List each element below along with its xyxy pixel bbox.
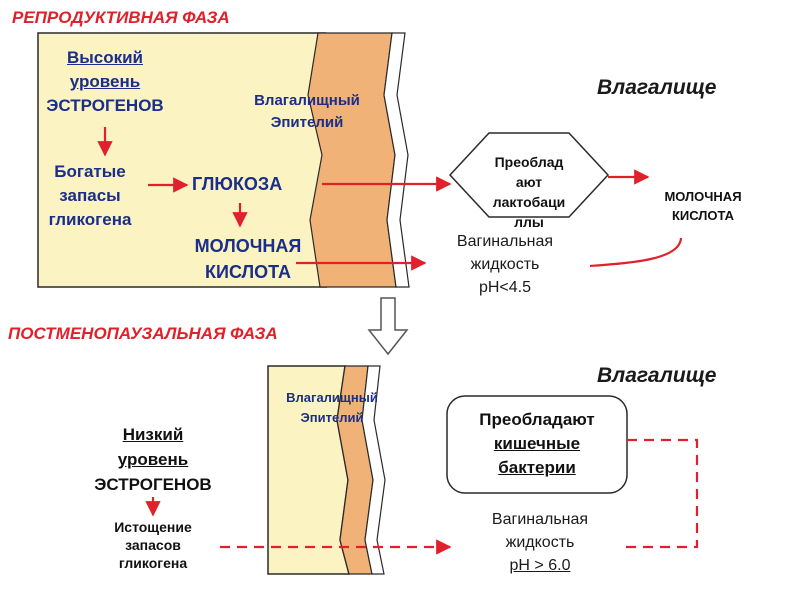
rich-glycogen-line-1: Богатые xyxy=(54,162,126,181)
postmenopausal-phase-title: ПОСТМЕНОПАУЗАЛЬНАЯ ФАЗА xyxy=(8,324,278,343)
acidic-fluid-line-1: Вагинальная xyxy=(456,233,554,250)
lactobacilli-label: Преоблад ают лактобаци ллы xyxy=(479,152,579,232)
high-estrogen-label: Высокий уровень ЭСТРОГЕНОВ xyxy=(40,46,170,118)
reproductive-epithelium-line-1: Влагалищный xyxy=(254,92,360,109)
postmenopausal-surface-layer xyxy=(361,365,386,575)
low-estrogen-line-3: ЭСТРОГЕНОВ xyxy=(94,475,212,494)
glucose-label: ГЛЮКОЗА xyxy=(192,174,283,194)
high-estrogen-line-2: уровень xyxy=(69,72,141,91)
reproductive-arrows xyxy=(97,127,683,271)
lactic-acid-product-line-2: КИСЛОТА xyxy=(671,208,735,223)
dashed-loop-bacteria-to-fluid xyxy=(625,438,699,549)
lactobacilli-line-1: Преоблад xyxy=(494,154,564,170)
intestinal-bacteria-line-2: кишечные xyxy=(493,434,581,453)
reproductive-vagina-heading: Влагалище xyxy=(597,76,717,99)
lactobacilli-line-3: лактобаци xyxy=(492,194,566,210)
glycogen-depletion-label: Истощение запасов гликогена xyxy=(88,518,218,572)
phase-transition-arrow xyxy=(367,297,409,356)
acidic-fluid-label: Вагинальная жидкость pH<4.5 xyxy=(430,230,580,299)
curve-lactic-to-fluid xyxy=(589,237,683,268)
low-estrogen-line-2: уровень xyxy=(117,450,189,469)
alkaline-fluid-label: Вагинальная жидкость pH > 6.0 xyxy=(465,508,615,577)
lactobacilli-line-4: ллы xyxy=(514,214,544,230)
glycogen-depletion-line-2: запасов xyxy=(125,537,181,553)
glycogen-depletion-line-1: Истощение xyxy=(114,519,192,535)
acidic-fluid-ph: pH<4.5 xyxy=(478,279,532,296)
intestinal-bacteria-line-3: бактерии xyxy=(498,458,576,477)
rich-glycogen-line-2: запасы xyxy=(59,186,121,205)
lactobacilli-hexagon xyxy=(448,132,610,218)
rich-glycogen-line-3: гликогена xyxy=(48,210,132,229)
reproductive-epithelium xyxy=(307,32,397,288)
postmenopausal-arrows xyxy=(145,438,699,555)
intestinal-bacteria-label: Преобладают кишечные бактерии xyxy=(447,408,627,480)
alkaline-fluid-ph: pH > 6.0 xyxy=(509,557,571,574)
alkaline-fluid-line-1: Вагинальная xyxy=(491,511,589,528)
rich-glycogen-label: Богатые запасы гликогена xyxy=(30,160,150,232)
reproductive-epithelium-label: Влагалищный Эпителий xyxy=(232,90,382,134)
lactic-acid-product-label: МОЛОЧНАЯ КИСЛОТА xyxy=(648,187,758,225)
high-estrogen-line-3: ЭСТРОГЕНОВ xyxy=(46,96,164,115)
glycogen-depletion-line-3: гликогена xyxy=(118,555,188,571)
alkaline-fluid-line-2: жидкость xyxy=(505,534,575,551)
reproductive-epithelium-line-2: Эпителий xyxy=(270,114,344,131)
reproductive-tissue xyxy=(37,32,410,288)
postmenopausal-epithelium-line-1: Влагалищный xyxy=(286,390,378,405)
postmenopausal-epithelium-line-2: Эпителий xyxy=(300,410,364,425)
low-estrogen-label: Низкий уровень ЭСТРОГЕНОВ xyxy=(63,422,243,497)
lactic-acid-product-line-1: МОЛОЧНАЯ xyxy=(664,189,742,204)
reproductive-surface-layer xyxy=(383,32,410,288)
reproductive-phase-title: РЕПРОДУКТИВНАЯ ФАЗА xyxy=(12,8,230,27)
postmenopausal-tissue xyxy=(267,365,386,575)
acidic-fluid-line-2: жидкость xyxy=(470,256,540,273)
lactic-acid-cell-line-1: МОЛОЧНАЯ xyxy=(194,236,302,256)
intestinal-bacteria-box xyxy=(446,395,628,494)
intestinal-bacteria-line-1: Преобладают xyxy=(479,410,595,429)
postmenopausal-vagina-heading: Влагалище xyxy=(597,364,717,387)
postmenopausal-epithelium-label: Влагалищный Эпителий xyxy=(262,388,402,428)
lactic-acid-cell-line-2: КИСЛОТА xyxy=(205,262,291,282)
high-estrogen-line-1: Высокий xyxy=(66,48,144,67)
low-estrogen-line-1: Низкий xyxy=(122,425,184,444)
lactobacilli-line-2: ают xyxy=(515,174,543,190)
lactic-acid-cell-label: МОЛОЧНАЯ КИСЛОТА xyxy=(178,233,318,285)
